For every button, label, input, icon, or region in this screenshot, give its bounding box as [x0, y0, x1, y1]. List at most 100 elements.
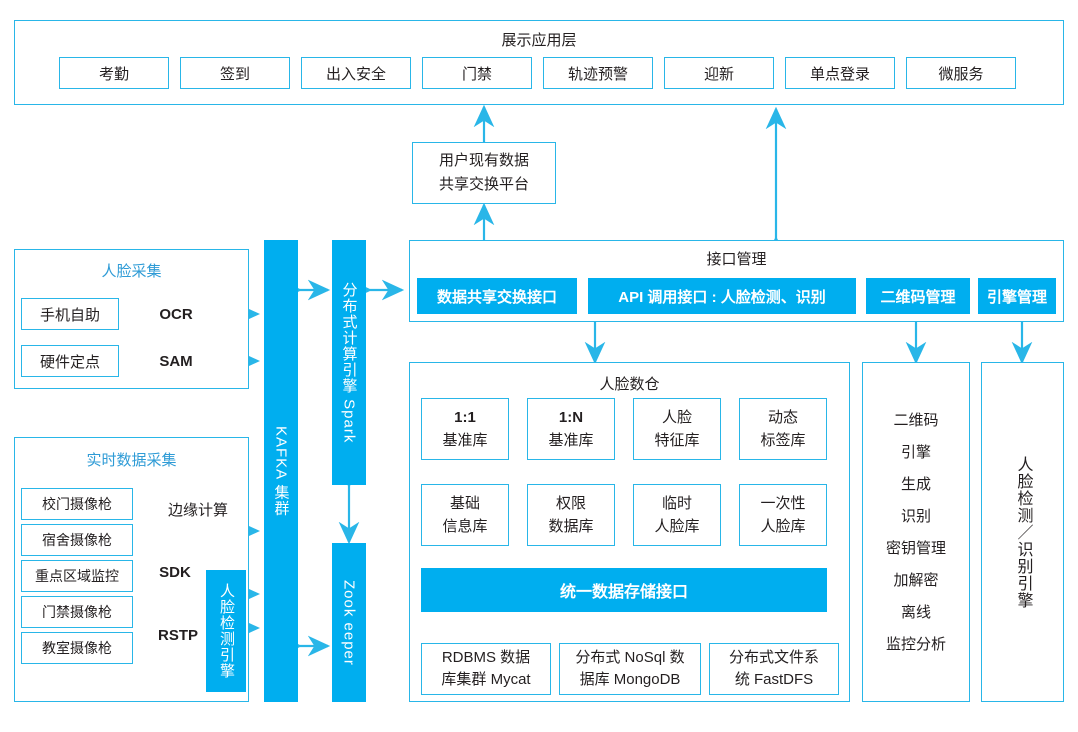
kafka-cluster-column: KAFKA 集群 [264, 240, 298, 702]
db-line2: 信息库 [442, 518, 488, 535]
app-label: 迎新 [703, 65, 734, 83]
unified-storage-label: 统一数据存储接口 [559, 584, 688, 601]
interface-label: 数据共享交换接口 [436, 288, 557, 306]
db-line1: 人脸 [661, 409, 692, 426]
interface-management-title: 接口管理 [706, 251, 767, 268]
store-fastdfs[interactable]: 分布式文件系 统 FastDFS [709, 643, 839, 695]
db-line1: 1:1 [454, 409, 476, 426]
protocol-label-ocr: OCR [150, 303, 202, 325]
interface-qrcode-management[interactable]: 二维码管理 [866, 278, 970, 314]
edge-computing-label: 边缘计算 [152, 498, 244, 520]
face-detect-engine-label: 人脸检测引擎 [218, 583, 235, 679]
db-line2: 基准库 [442, 432, 488, 449]
protocol-label-sam: SAM [150, 350, 202, 372]
warehouse-db-1-1[interactable]: 1:1 基准库 [421, 398, 509, 460]
interface-engine-management[interactable]: 引擎管理 [978, 278, 1056, 314]
app-button-qiandao[interactable]: 签到 [180, 57, 290, 89]
camera-item-keyarea[interactable]: 重点区域监控 [21, 560, 133, 592]
warehouse-db-1-n[interactable]: 1:N 基准库 [527, 398, 615, 460]
store-line1: 分布式文件系 [728, 649, 819, 666]
interface-label: 二维码管理 [880, 288, 956, 306]
qrcode-item-label: 加解密 [893, 571, 939, 589]
interface-data-exchange[interactable]: 数据共享交换接口 [417, 278, 577, 314]
app-button-weifuwu[interactable]: 微服务 [906, 57, 1016, 89]
app-label: 微服务 [938, 65, 984, 83]
store-line2: 据库 MongoDB [579, 671, 681, 688]
camera-label: 教室摄像枪 [42, 640, 112, 656]
camera-label: 校门摄像枪 [42, 496, 112, 512]
store-nosql-mongodb[interactable]: 分布式 NoSql 数 据库 MongoDB [559, 643, 701, 695]
warehouse-db-permission[interactable]: 权限 数据库 [527, 484, 615, 546]
interface-label: 引擎管理 [986, 288, 1047, 306]
qrcode-item-label: 二维码 [893, 411, 939, 429]
exchange-platform-line1: 用户现有数据 [438, 152, 529, 169]
db-line2: 数据库 [548, 518, 594, 535]
db-line1: 1:N [558, 409, 584, 426]
app-label: 出入安全 [325, 65, 386, 83]
face-source-mobile[interactable]: 手机自助 [21, 298, 119, 330]
app-label: 轨迹预警 [567, 65, 628, 83]
warehouse-db-basic-info[interactable]: 基础 信息库 [421, 484, 509, 546]
qrcode-item-label: 生成 [900, 475, 931, 493]
db-line2: 特征库 [654, 432, 700, 449]
spark-engine-column: 分布式计算引擎 Spark [332, 240, 366, 485]
qrcode-item-label: 识别 [900, 507, 931, 525]
app-button-yingxin[interactable]: 迎新 [664, 57, 774, 89]
db-line1: 动态 [767, 409, 798, 426]
db-line1: 权限 [555, 495, 586, 512]
store-line2: 库集群 Mycat [441, 671, 531, 688]
realtime-collection-title: 实时数据采集 [86, 452, 177, 469]
zookeeper-label: Zook eeper [340, 579, 358, 666]
rstp-label: RSTP [152, 624, 204, 646]
qrcode-item-label: 密钥管理 [885, 539, 946, 557]
face-engine-label: 人脸检测／识别引擎 [1014, 455, 1032, 609]
qrcode-item-label: 引擎 [900, 443, 931, 461]
app-button-dandiandenglu[interactable]: 单点登录 [785, 57, 895, 89]
spark-label: 分布式计算引擎 Spark [340, 281, 358, 444]
db-line1: 临时 [661, 495, 692, 512]
app-label: 考勤 [98, 65, 129, 83]
db-line2: 人脸库 [654, 518, 700, 535]
exchange-platform-line2: 共享交换平台 [438, 176, 529, 193]
warehouse-db-dynamic-tag[interactable]: 动态 标签库 [739, 398, 827, 460]
unified-storage-interface[interactable]: 统一数据存储接口 [421, 568, 827, 612]
app-label: 门禁 [461, 65, 492, 83]
db-line1: 基础 [449, 495, 480, 512]
camera-item-classroom[interactable]: 教室摄像枪 [21, 632, 133, 664]
exchange-platform-box: 用户现有数据 共享交换平台 [412, 142, 556, 204]
camera-label: 宿舍摄像枪 [42, 532, 112, 548]
app-button-kaoqin[interactable]: 考勤 [59, 57, 169, 89]
db-line2: 标签库 [760, 432, 806, 449]
camera-item-gate[interactable]: 校门摄像枪 [21, 488, 133, 520]
face-warehouse-title: 人脸数仓 [599, 376, 660, 393]
app-label: 签到 [219, 65, 250, 83]
sdk-label: SDK [152, 561, 198, 583]
warehouse-db-face-feature[interactable]: 人脸 特征库 [633, 398, 721, 460]
warehouse-db-onetime-face[interactable]: 一次性 人脸库 [739, 484, 827, 546]
kafka-label: KAFKA 集群 [272, 425, 290, 517]
face-source-label: 手机自助 [39, 306, 100, 324]
interface-api-call[interactable]: API 调用接口 : 人脸检测、识别 [588, 278, 856, 314]
camera-item-dorm[interactable]: 宿舍摄像枪 [21, 524, 133, 556]
db-line2: 基准库 [548, 432, 594, 449]
zookeeper-column: Zook eeper [332, 543, 366, 702]
app-button-guijiyujing[interactable]: 轨迹预警 [543, 57, 653, 89]
face-source-hardware[interactable]: 硬件定点 [21, 345, 119, 377]
face-detect-engine-box: 人脸检测引擎 [206, 570, 246, 692]
store-line1: 分布式 NoSql 数 [575, 649, 685, 666]
warehouse-db-temp-face[interactable]: 临时 人脸库 [633, 484, 721, 546]
camera-item-access[interactable]: 门禁摄像枪 [21, 596, 133, 628]
store-rdbms-mycat[interactable]: RDBMS 数据 库集群 Mycat [421, 643, 551, 695]
app-button-menjin[interactable]: 门禁 [422, 57, 532, 89]
app-button-churuanquan[interactable]: 出入安全 [301, 57, 411, 89]
store-line1: RDBMS 数据 [441, 649, 531, 666]
camera-label: 重点区域监控 [35, 568, 119, 584]
qrcode-item-label: 监控分析 [885, 635, 946, 653]
face-source-label: 硬件定点 [39, 353, 100, 371]
presentation-layer-title: 展示应用层 [501, 32, 577, 49]
db-line2: 人脸库 [760, 518, 806, 535]
qrcode-engine-panel: 二维码 引擎 生成 识别 密钥管理 加解密 离线 监控分析 [862, 362, 970, 702]
db-line1: 一次性 [760, 495, 806, 512]
app-label: 单点登录 [809, 65, 870, 83]
